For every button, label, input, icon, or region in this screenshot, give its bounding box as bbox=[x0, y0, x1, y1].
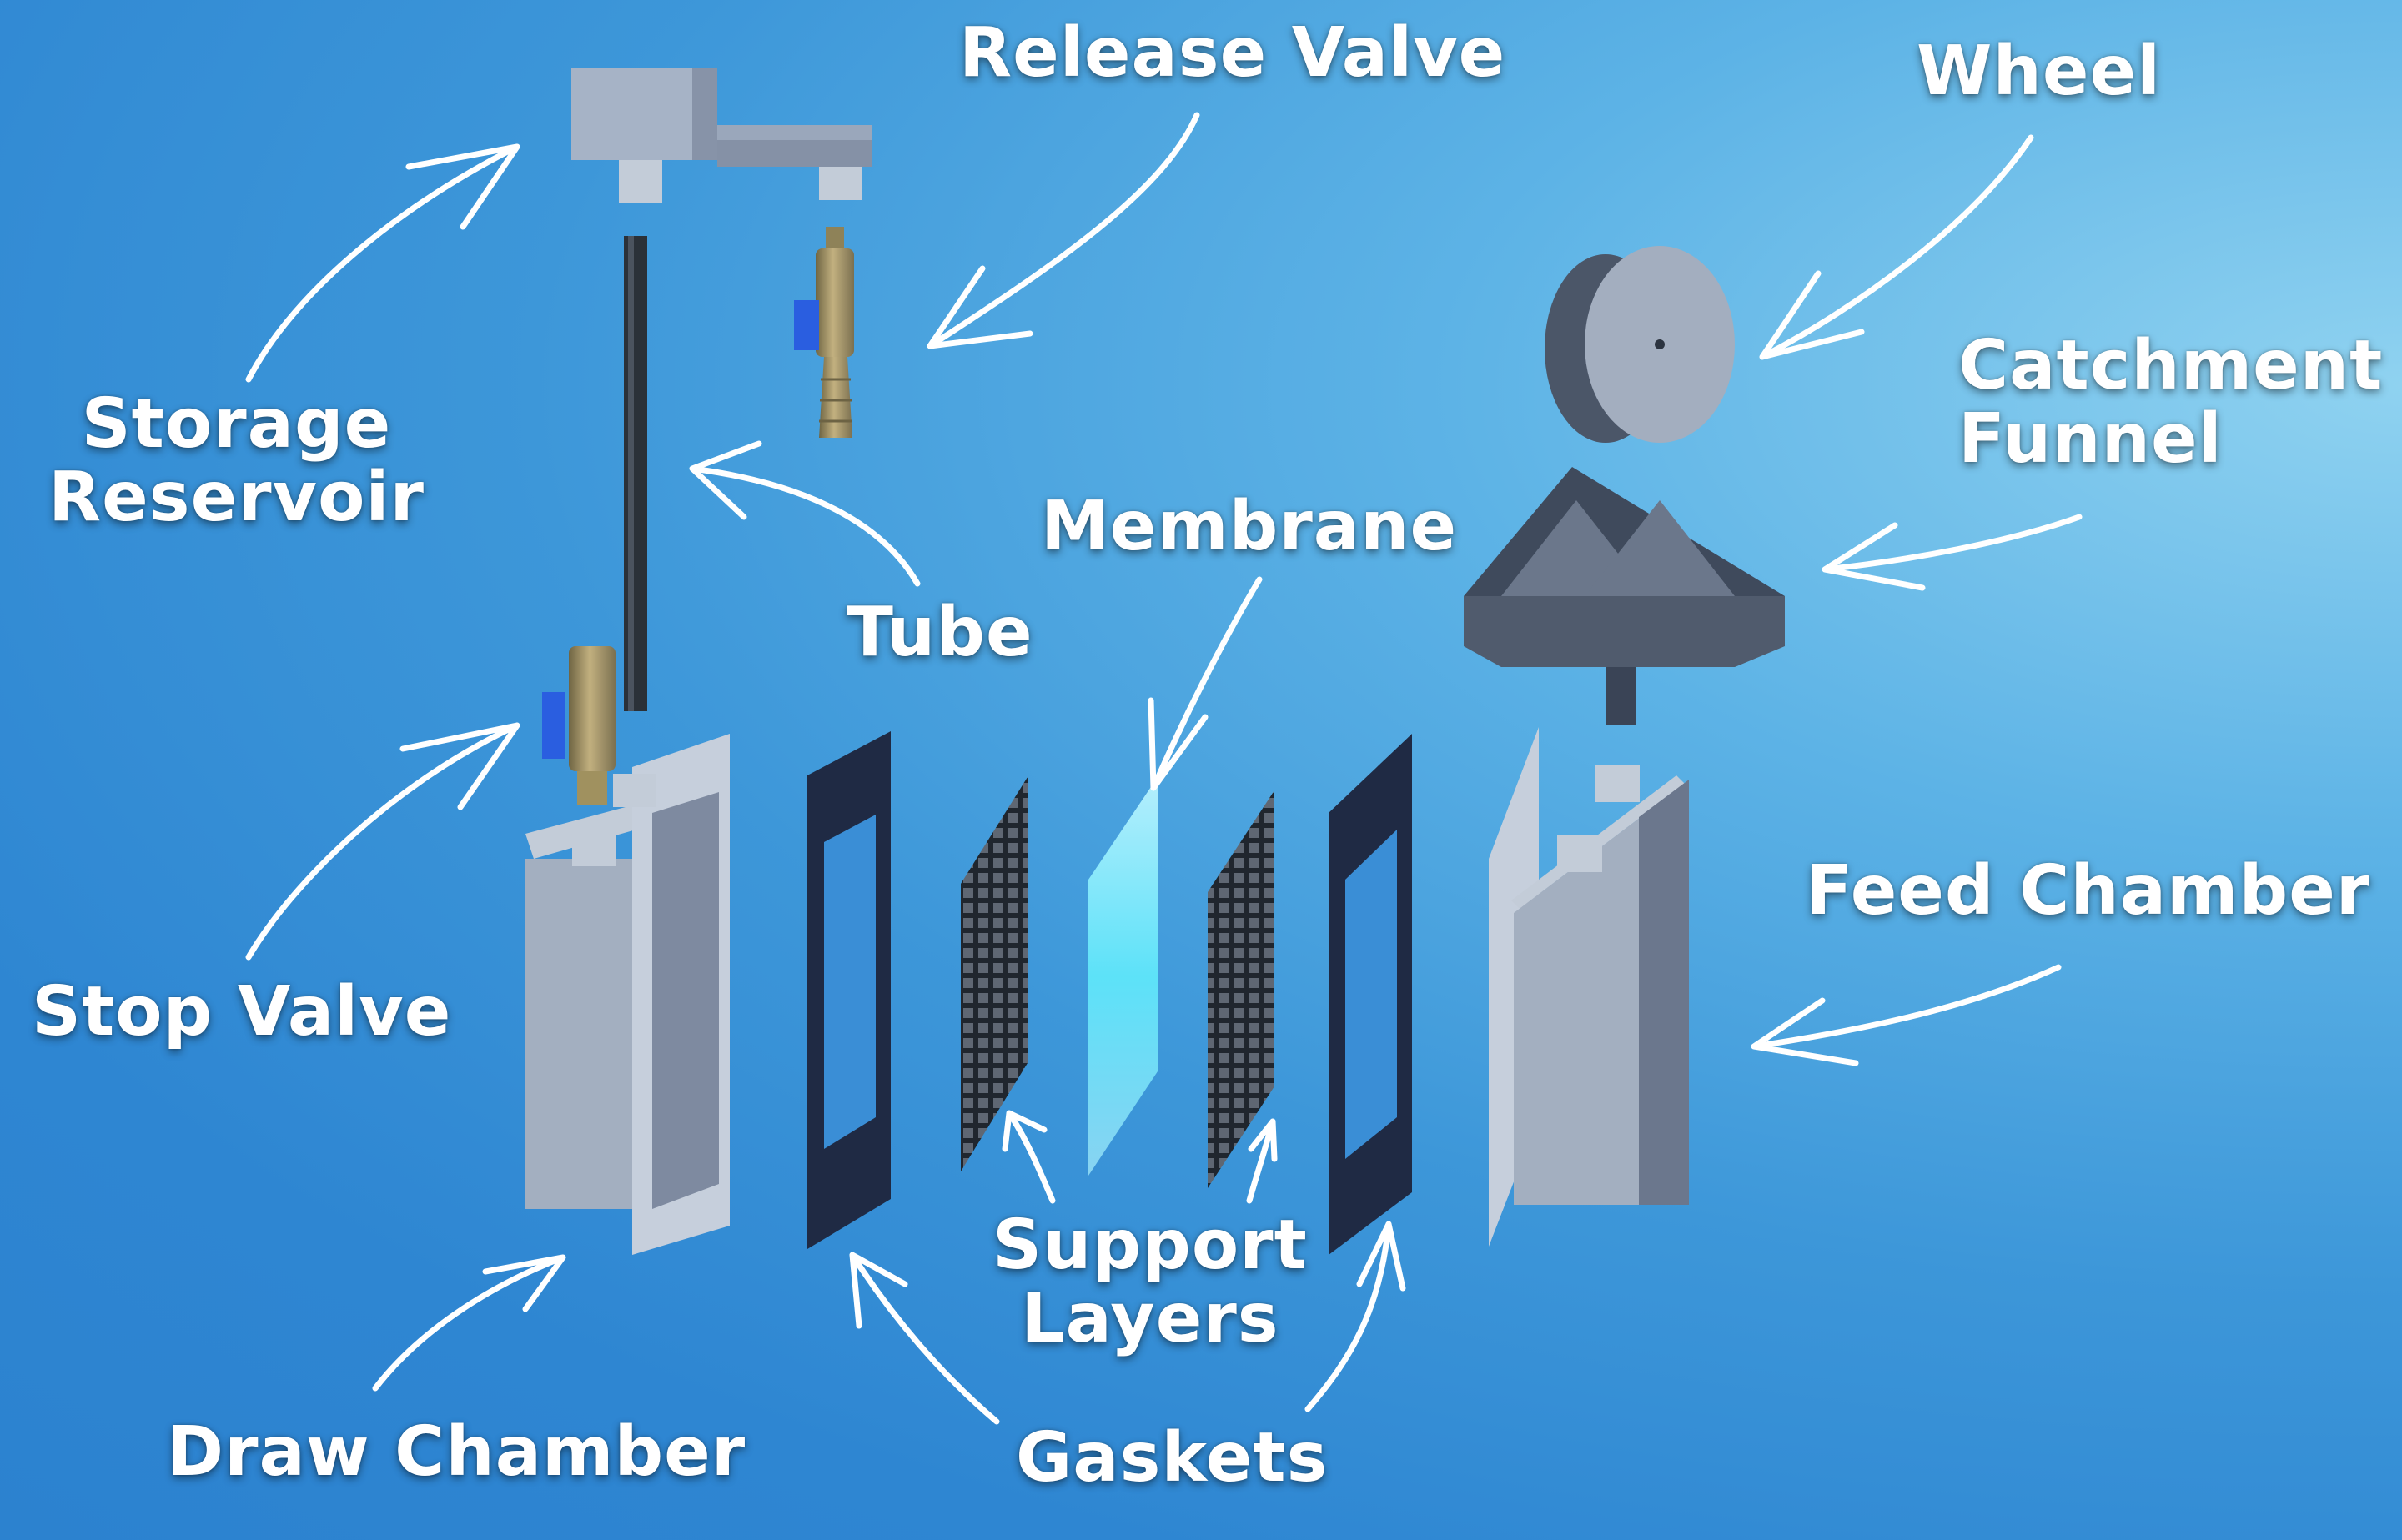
label-feed-chamber: Feed Chamber bbox=[1806, 851, 2371, 931]
arrow-gaskets-right bbox=[1304, 1221, 1406, 1412]
label-catchment-funnel: Catchment Funnel bbox=[1958, 329, 2383, 475]
label-storage-reservoir-line1: Storage bbox=[81, 384, 392, 464]
release-valve bbox=[794, 227, 854, 438]
label-support-layers-line2: Layers bbox=[1021, 1278, 1279, 1358]
label-membrane: Membrane bbox=[1041, 487, 1458, 566]
label-stop-valve: Stop Valve bbox=[32, 972, 452, 1051]
label-draw-chamber: Draw Chamber bbox=[167, 1412, 746, 1492]
support-layer-left bbox=[961, 777, 1028, 1171]
label-catchment-funnel-line2: Funnel bbox=[1958, 399, 2223, 479]
label-storage-reservoir-line2: Reservoir bbox=[48, 457, 425, 537]
label-gaskets: Gaskets bbox=[1016, 1418, 1329, 1497]
arrow-feed-chamber bbox=[1751, 964, 2062, 1066]
draw-chamber bbox=[525, 734, 730, 1255]
annotation-arrows bbox=[245, 112, 2083, 1425]
gasket-right bbox=[1329, 734, 1412, 1255]
arrow-release-valve bbox=[927, 112, 1200, 349]
membrane bbox=[1088, 777, 1158, 1176]
arrow-gaskets-left bbox=[849, 1252, 1000, 1425]
label-catchment-funnel-line1: Catchment bbox=[1958, 326, 2384, 405]
arrow-tube bbox=[689, 440, 921, 587]
label-storage-reservoir: Storage Reservoir bbox=[48, 388, 425, 534]
label-wheel: Wheel bbox=[1917, 32, 2162, 111]
feed-chamber bbox=[1489, 727, 1689, 1247]
arrow-draw-chamber bbox=[372, 1254, 566, 1392]
label-release-valve: Release Valve bbox=[959, 13, 1506, 93]
stop-valve bbox=[542, 646, 616, 805]
support-layer-right bbox=[1208, 790, 1274, 1188]
arrow-wheel bbox=[1759, 134, 2034, 360]
catchment-funnel bbox=[1464, 467, 1785, 725]
arrow-catchment-funnel bbox=[1822, 514, 2083, 591]
arrow-stop-valve bbox=[245, 722, 520, 961]
arrow-membrane bbox=[1148, 576, 1263, 791]
arrow-support-right bbox=[1246, 1118, 1278, 1204]
label-support-layers-line1: Support bbox=[992, 1206, 1308, 1285]
arrow-support-left bbox=[1002, 1110, 1056, 1204]
label-tube: Tube bbox=[847, 593, 1033, 672]
tube bbox=[624, 236, 647, 711]
label-support-layers: Support Layers bbox=[992, 1209, 1308, 1355]
arrow-storage-reservoir bbox=[245, 143, 520, 383]
storage-reservoir bbox=[571, 68, 872, 203]
gasket-left bbox=[807, 731, 891, 1249]
wheel bbox=[1545, 246, 1735, 443]
